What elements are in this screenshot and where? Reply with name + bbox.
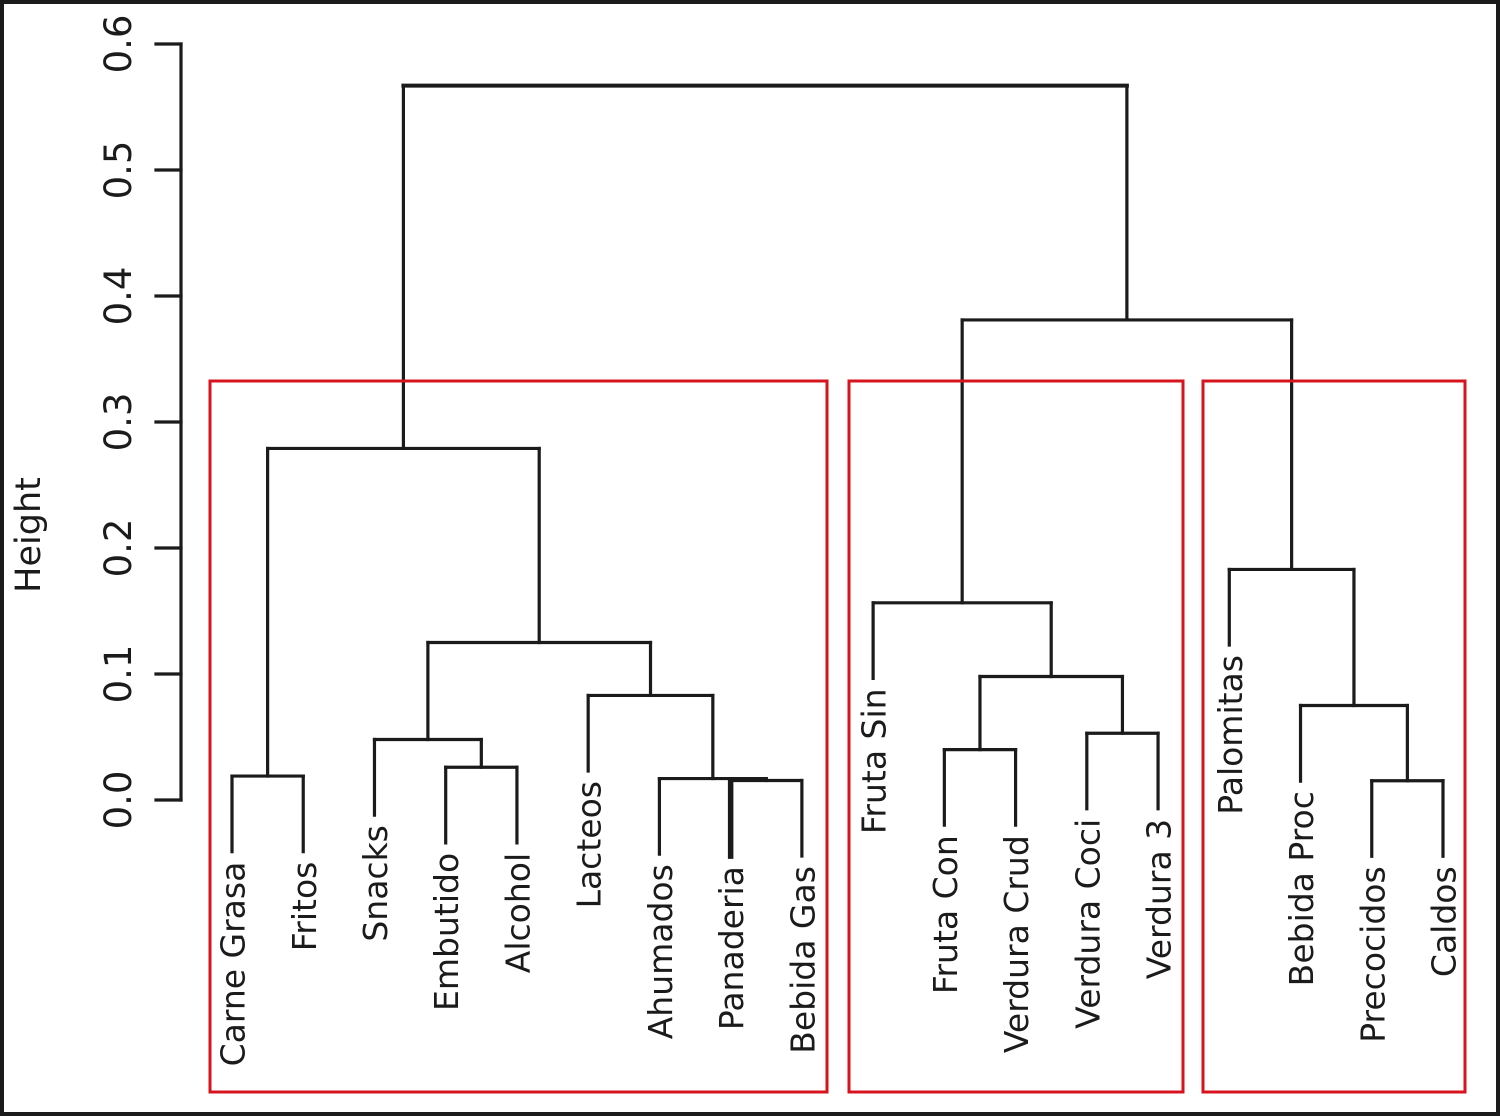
- y-axis-tick-label-0.4: 0.4: [97, 267, 140, 326]
- leaf-label-verdura-crud: Verdura Crud: [997, 835, 1036, 1053]
- leaf-label-ahumados: Ahumados: [641, 864, 680, 1039]
- y-axis-tick-label-0.5: 0.5: [97, 141, 140, 200]
- leaf-label-alcohol: Alcohol: [498, 853, 537, 973]
- leaf-label-caldos: Caldos: [1425, 866, 1464, 977]
- leaf-label-palomitas: Palomitas: [1211, 655, 1250, 815]
- cluster-box-3: [1201, 379, 1467, 1094]
- y-axis-tick-label-0.3: 0.3: [97, 393, 140, 452]
- leaf-label-bebida-gas: Bebida Gas: [783, 866, 822, 1054]
- leaf-label-verdura-coci: Verdura Coci: [1068, 819, 1107, 1029]
- leaf-label-fritos: Fritos: [285, 862, 324, 952]
- leaf-label-snacks: Snacks: [356, 825, 395, 942]
- y-axis-title: Height: [9, 477, 49, 593]
- y-axis-tick-label-0.1: 0.1: [97, 645, 140, 704]
- y-axis-tick-label-0.0: 0.0: [97, 771, 140, 830]
- y-axis-tick-label-0.6: 0.6: [97, 15, 140, 74]
- cluster-box-1: [208, 379, 829, 1094]
- y-axis-tick-label-0.2: 0.2: [97, 519, 140, 578]
- leaf-label-lacteos: Lacteos: [570, 781, 609, 908]
- cluster-box-2: [847, 379, 1185, 1094]
- leaf-label-precocidos: Precocidos: [1353, 866, 1392, 1042]
- leaf-label-fruta-sin: Fruta Sin: [855, 688, 894, 834]
- leaf-label-panaderia: Panaderia: [712, 866, 751, 1030]
- leaf-label-bebida-proc: Bebida Proc: [1282, 791, 1321, 986]
- leaf-label-verdura-3: Verdura 3: [1140, 819, 1179, 979]
- leaf-label-embutido: Embutido: [427, 853, 466, 1011]
- leaf-label-fruta-con: Fruta Con: [926, 835, 965, 994]
- leaf-label-carne-grasa: Carne Grasa: [214, 862, 253, 1067]
